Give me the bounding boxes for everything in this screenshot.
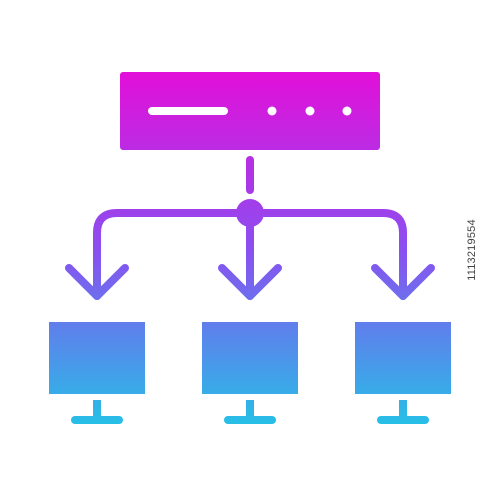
monitor-base: [224, 416, 276, 424]
left-branch-line: [93, 209, 240, 300]
hub-node: [236, 199, 264, 227]
server-body: [120, 72, 380, 150]
monitor-icon-center: [202, 322, 298, 424]
monitor-icon-right: [355, 322, 451, 424]
server-led-2: [305, 106, 315, 116]
monitor-neck: [399, 400, 407, 416]
left-arrow-head: [65, 264, 129, 300]
monitor-neck: [246, 400, 254, 416]
monitor-base: [377, 416, 429, 424]
monitor-neck: [93, 400, 101, 416]
server-led-1: [267, 106, 277, 116]
monitor-screen: [355, 322, 451, 394]
right-branch-line: [260, 209, 407, 300]
monitor-icon-left: [49, 322, 145, 424]
right-arrow-head: [371, 264, 435, 300]
stock-id-label: 1113219554: [466, 219, 478, 281]
monitor-screen: [49, 322, 145, 394]
server-slot-line: [148, 107, 228, 115]
monitor-base: [71, 416, 123, 424]
server-led-3: [342, 106, 352, 116]
monitor-screen: [202, 322, 298, 394]
center-arrow-head: [218, 264, 282, 300]
server-icon: [120, 72, 380, 150]
